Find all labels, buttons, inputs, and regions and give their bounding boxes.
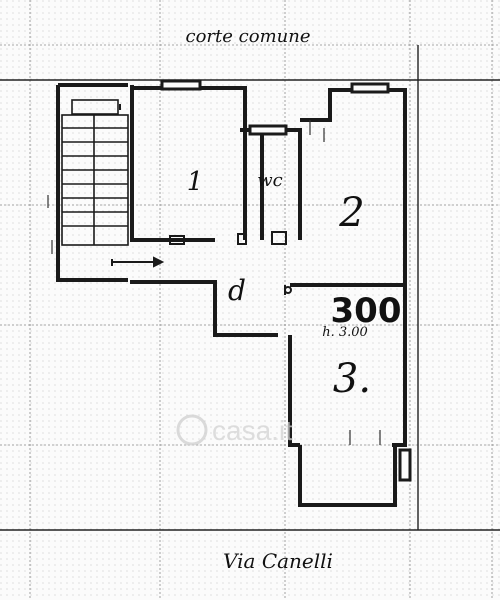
ceiling-height-label: h. 3.00 [322, 325, 368, 340]
watermark: casa.it [176, 414, 293, 446]
entrance-arrow [111, 256, 165, 268]
room-1-label: 1 [187, 167, 204, 197]
street-label: Via Canelli [223, 549, 333, 573]
fixtures [119, 104, 292, 295]
room-2-label: 2 [338, 190, 364, 236]
walls [56, 83, 407, 507]
bathroom-label: wc [257, 170, 283, 191]
reference-lines [0, 45, 500, 531]
interior-marks [47, 120, 381, 445]
window-markers [160, 79, 412, 482]
hall-label: d [228, 274, 246, 307]
room-3-label: 3. [333, 356, 371, 402]
watermark-icon [176, 414, 208, 446]
dimension-label: 300 [331, 291, 402, 331]
watermark-text: casa.it [212, 415, 293, 446]
staircase [61, 99, 129, 246]
courtyard-label: corte comune [186, 26, 311, 47]
